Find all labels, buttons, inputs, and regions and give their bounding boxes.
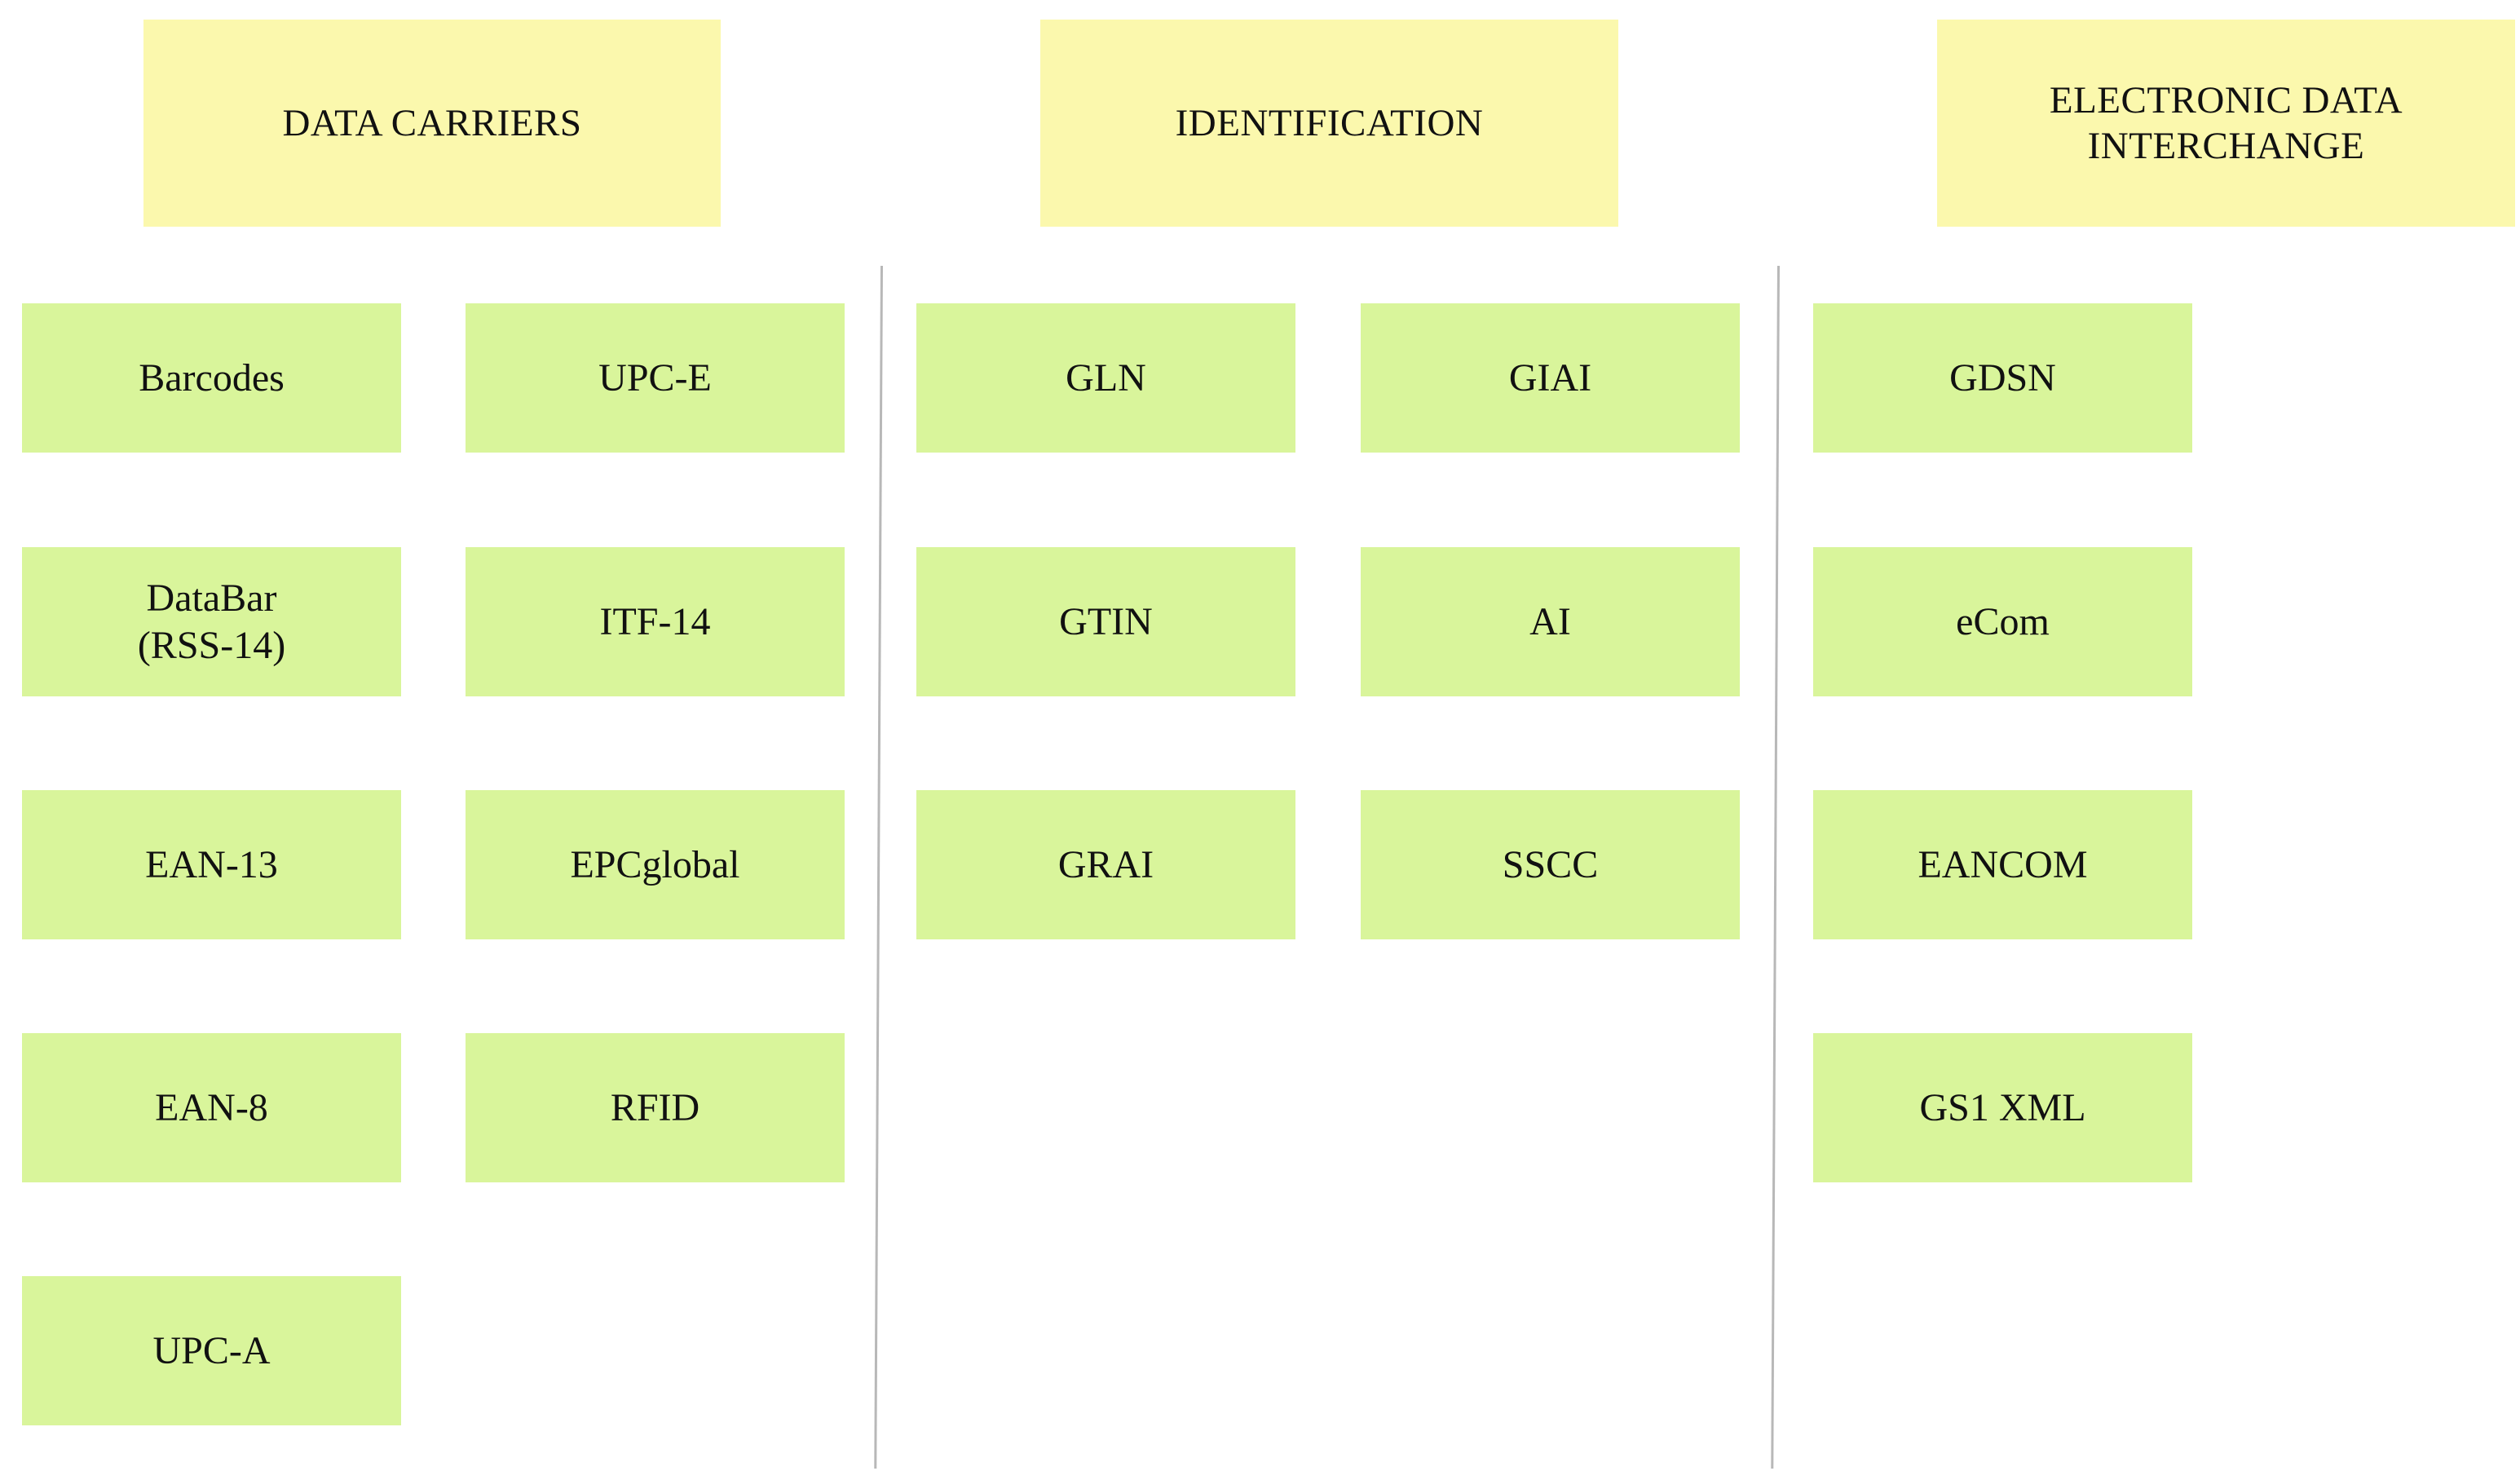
box-upc-a: UPC-A <box>22 1276 401 1425</box>
header-electronic-data-interchange: ELECTRONIC DATA INTERCHANGE <box>1937 20 2515 227</box>
column-divider-left <box>874 266 883 1469</box>
box-eancom: EANCOM <box>1813 790 2192 939</box>
column-divider-right <box>1771 266 1780 1469</box>
box-giai: GIAI <box>1361 303 1740 453</box>
box-gs1-xml: GS1 XML <box>1813 1033 2192 1182</box>
box-itf-14: ITF-14 <box>466 547 845 696</box>
box-barcodes: Barcodes <box>22 303 401 453</box>
box-ean-8: EAN-8 <box>22 1033 401 1182</box>
header-identification: IDENTIFICATION <box>1040 20 1618 227</box>
box-rfid: RFID <box>466 1033 845 1182</box>
box-gln: GLN <box>916 303 1295 453</box>
box-upc-e: UPC-E <box>466 303 845 453</box>
box-gdsn: GDSN <box>1813 303 2192 453</box>
box-grai: GRAI <box>916 790 1295 939</box>
header-data-carriers: DATA CARRIERS <box>143 20 721 227</box>
box-databar: DataBar (RSS-14) <box>22 547 401 696</box>
box-ai: AI <box>1361 547 1740 696</box>
box-sscc: SSCC <box>1361 790 1740 939</box>
box-gtin: GTIN <box>916 547 1295 696</box>
box-ecom: eCom <box>1813 547 2192 696</box>
box-ean-13: EAN-13 <box>22 790 401 939</box>
box-epcglobal: EPCglobal <box>466 790 845 939</box>
